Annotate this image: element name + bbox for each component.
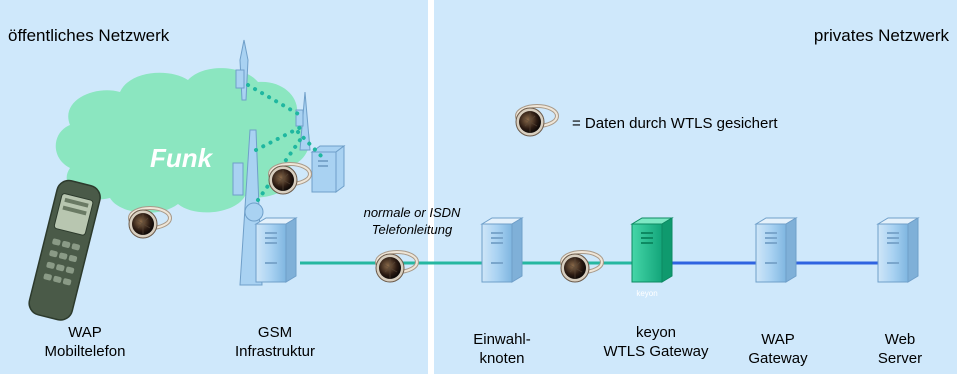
node-label-wap-gateway: WAP Gateway (748, 331, 808, 367)
gsm-server-icon (255, 217, 297, 283)
node-label-keyon: keyon WTLS Gateway (603, 324, 709, 360)
wtls-lock-icon (374, 250, 419, 284)
legend-text: = Daten durch WTLS gesichert (572, 115, 778, 132)
radio-link-dots (246, 83, 327, 202)
funk-cloud (55, 68, 310, 213)
node-label-dialin: Einwahl- knoten (473, 331, 531, 367)
node-label-phone: WAP Mobiltelefon (44, 324, 126, 360)
public-network-title: öffentliches Netzwerk (8, 26, 170, 45)
dialin-server-icon (481, 217, 523, 283)
node-label-web-server: Web Server (877, 331, 923, 367)
wap-gateway-server-icon (755, 217, 797, 283)
legend-lock-icon (514, 104, 559, 138)
wtls-lock-icon (267, 162, 312, 196)
wtls-lock-icon (559, 250, 604, 284)
funk-label: Funk (150, 143, 213, 173)
private-network-title: privates Netzwerk (813, 26, 949, 45)
wtls-lock-icon (127, 206, 172, 240)
node-label-gsm: GSM Infrastruktur (234, 324, 316, 360)
keyon-server-icon (630, 217, 674, 283)
web-server-icon (877, 217, 919, 283)
link-label: normale or ISDN Telefonleitung (363, 205, 461, 237)
mobile-phone-icon (28, 179, 101, 321)
keyon-badge: keyon (636, 289, 658, 298)
private-network-region (434, 0, 957, 374)
